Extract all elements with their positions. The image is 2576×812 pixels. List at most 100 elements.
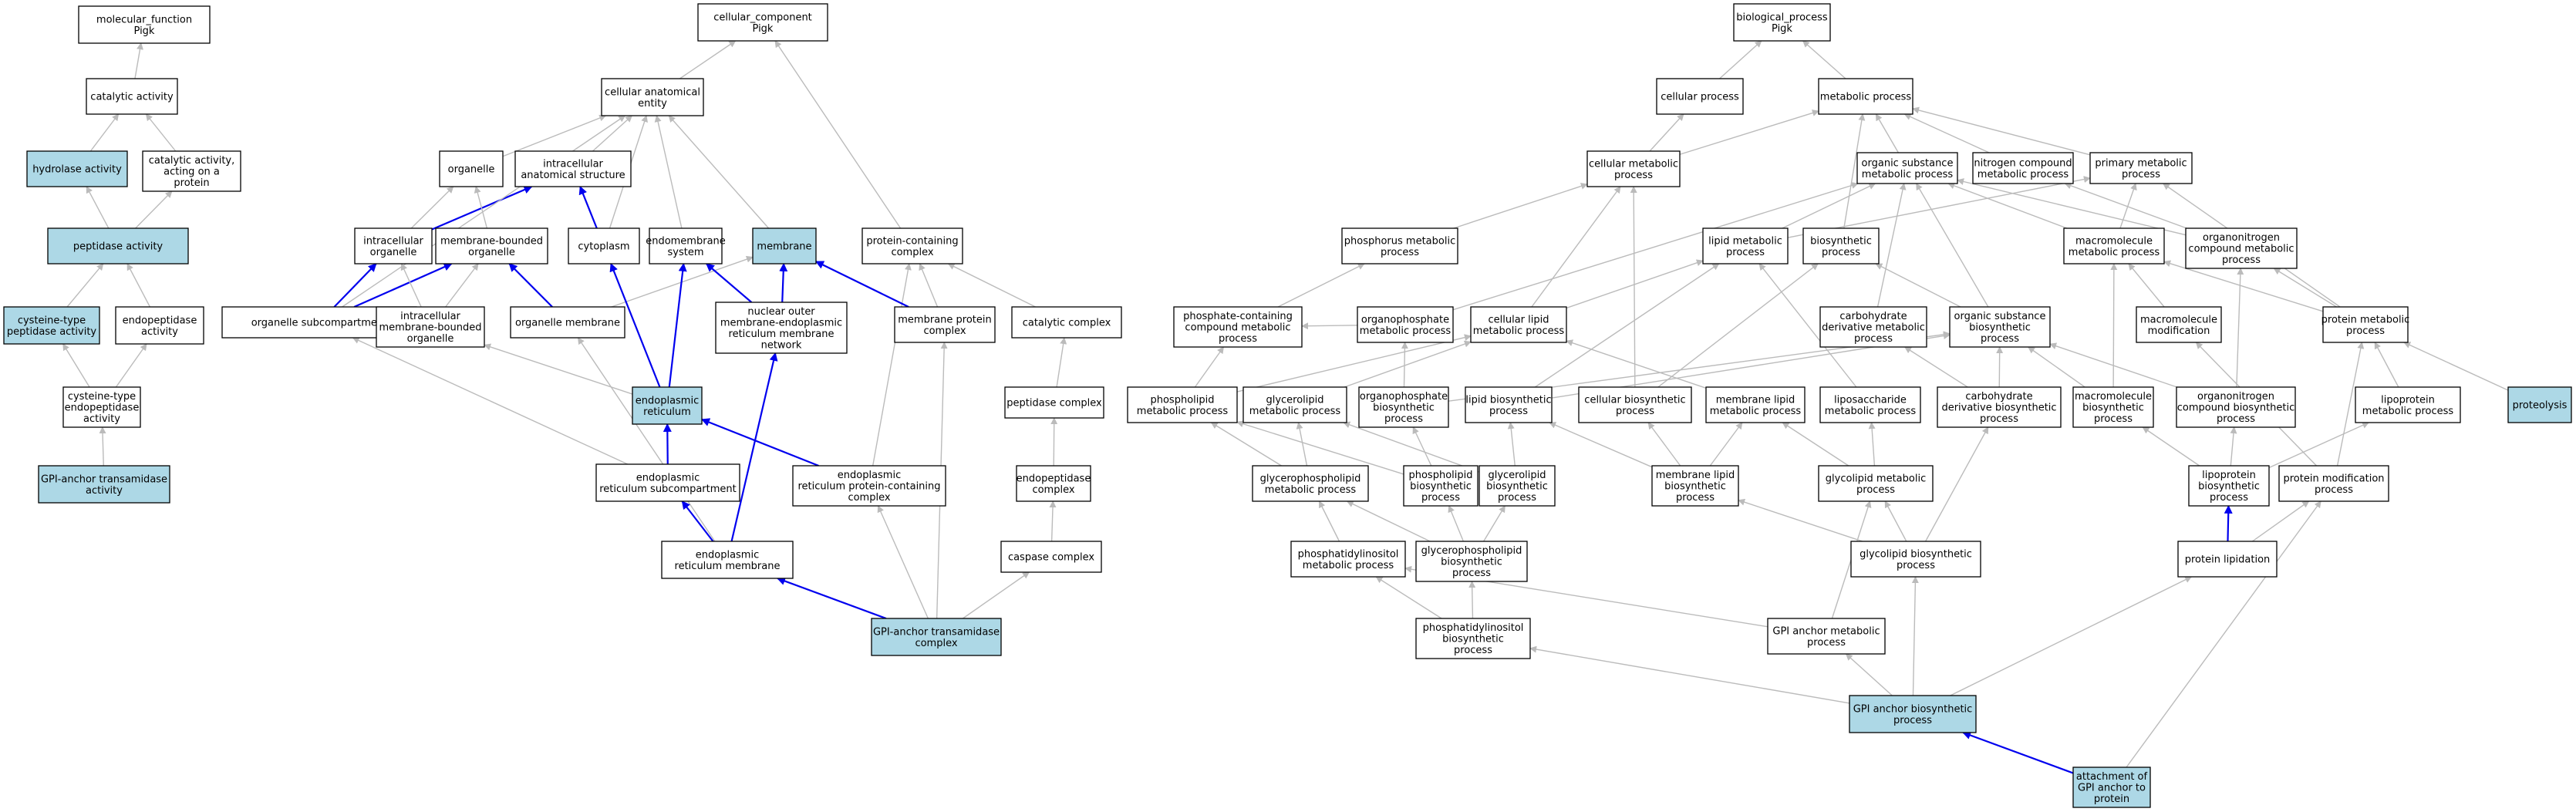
go-term-node[interactable]: cellular process [1656,78,1744,115]
node-label-line: phosphate-containing [1183,311,1293,322]
go-term-node[interactable]: peptidase complex [1004,386,1104,419]
node-label-line: reticulum subcompartment [599,483,737,495]
go-term-node[interactable]: catalytic activity [86,78,178,115]
is-a-edge [1630,186,1637,388]
part-of-edge [508,263,553,308]
is-a-edge [502,114,607,157]
is-a-edge [1277,263,1365,308]
node-label-line: endopeptidase [65,403,140,414]
is-a-edge [1318,500,1340,542]
node-box [1949,306,2051,348]
node-label-line: organic substance [1862,157,1954,169]
node-box [3,306,100,345]
go-term-node[interactable]: hydrolase activity [26,150,128,187]
go-term-node[interactable]: caspase complex [1000,541,1102,573]
is-a-edge [352,337,629,465]
go-term-node[interactable]: nuclear outermembrane-endoplasmicreticul… [715,302,848,354]
go-term-node[interactable]: metabolic process [1818,78,1913,115]
go-term-node[interactable]: protein lipidation [2177,541,2278,578]
go-term-node[interactable]: proteolysis [2507,386,2572,423]
is-a-edge [410,186,454,229]
node-box [1818,78,1913,115]
node-label-line: GPI anchor biosynthetic [1853,703,1973,715]
node-label-line: biosynthetic [1810,235,1872,247]
is-a-edge [1566,339,1707,389]
node-box [1470,306,1567,343]
go-term-node[interactable]: cytoplasm [568,227,640,264]
is-a-edge [1679,110,1819,155]
go-term-node[interactable]: organelle membrane [510,306,625,339]
node-label-line: lipoprotein [2381,394,2435,406]
go-term-node[interactable]: organelle [439,150,504,187]
go-term-node[interactable]: peptidase activity [47,227,189,264]
go-term-node[interactable]: catalytic complex [1011,306,1122,339]
node-box [1004,386,1104,419]
is-a-edge [1868,422,1876,467]
go-term-node[interactable]: membrane [752,227,817,264]
